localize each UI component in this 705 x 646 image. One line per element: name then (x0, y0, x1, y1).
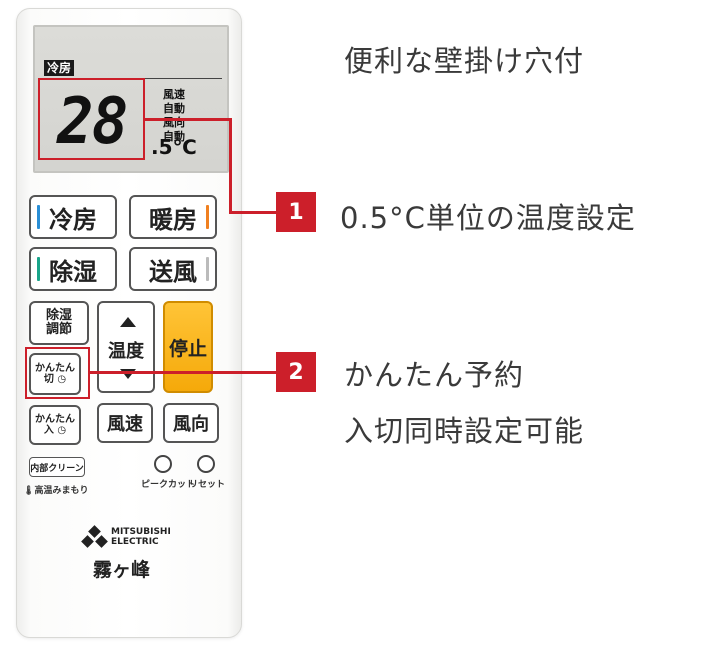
brand-name: 霧ヶ峰 (93, 559, 151, 581)
fan-speed-button[interactable]: 風速 (97, 403, 153, 443)
heat-indicator (206, 205, 209, 229)
clock-icon: ◷ (57, 425, 67, 436)
fan-indicator (206, 257, 209, 281)
dehumidify-button-label: 除湿 (49, 257, 97, 286)
lcd-mode-label: 冷房 (44, 60, 75, 76)
fan-direction-button-label: 風向 (173, 414, 209, 435)
fan-button[interactable]: 送風 (129, 247, 217, 291)
connector-1c (229, 211, 277, 214)
caption-feature2-line2: 入切同時設定可能 (344, 414, 585, 448)
peak-cut-button[interactable] (154, 455, 172, 473)
easy-off-timer-button[interactable]: かんたん 切 ◷ (29, 353, 81, 395)
lcd-display: 冷房 28 .5℃ 風速 自動 風向 自動 (33, 25, 229, 173)
dehumidify-button[interactable]: 除湿 (29, 247, 117, 291)
lcd-fan-speed-label: 風速 (163, 88, 185, 101)
caption-feature1: 0.5°C単位の温度設定 (340, 201, 636, 235)
lcd-decimal: .5 (151, 135, 173, 159)
internal-clean-label: 内部クリーン (30, 463, 84, 474)
temperature-button[interactable]: 温度 (97, 301, 155, 393)
easy-on-timer-button[interactable]: かんたん 入 ◷ (29, 405, 81, 445)
easy-on-line1: かんたん (35, 414, 75, 425)
connector-1a (145, 118, 231, 121)
dehumidify-indicator (37, 257, 40, 281)
reset-label: リセット (189, 480, 226, 490)
easy-on-line2: 入 ◷ (43, 425, 67, 436)
stop-button-label: 停止 (168, 337, 207, 360)
high-temp-note: 🌡高温みまもり (23, 486, 89, 496)
dehumidify-adjust-button[interactable]: 除湿 調節 (29, 301, 89, 345)
cool-indicator (37, 205, 40, 229)
lcd-unit-symbol: ℃ (172, 135, 197, 159)
cool-button[interactable]: 冷房 (29, 195, 117, 239)
highlight-easy-timer (25, 347, 90, 399)
easy-off-line1: かんたん (35, 363, 75, 374)
lcd-fan-speed-value: 自動 (163, 102, 185, 115)
remote-control: 冷房 28 .5℃ 風速 自動 風向 自動 冷房 暖房 除湿 送風 除湿 調節 … (16, 8, 242, 638)
stop-button[interactable]: 停止 (163, 301, 213, 393)
logo-text: MITSUBISHI ELECTRIC (111, 527, 171, 547)
caption-feature2-line1: かんたん予約 (344, 358, 525, 392)
connector-1b (229, 118, 232, 214)
connector-2 (90, 371, 278, 374)
fan-direction-button[interactable]: 風向 (163, 403, 219, 443)
temperature-up-icon[interactable] (120, 317, 136, 327)
highlight-temperature (38, 78, 145, 160)
reset-button[interactable] (197, 455, 215, 473)
easy-off-line2: 切 ◷ (43, 374, 67, 385)
lcd-temperature: 28 (57, 85, 128, 159)
fan-speed-button-label: 風速 (107, 414, 143, 435)
marker-1: 1 (276, 192, 316, 232)
caption-header: 便利な壁掛け穴付 (344, 44, 585, 78)
peak-cut-label: ピークカット (141, 480, 196, 490)
temperature-down-icon[interactable] (120, 369, 136, 379)
heat-button-label: 暖房 (149, 205, 197, 234)
internal-clean-button[interactable]: 内部クリーン (29, 457, 85, 477)
thermometer-icon: 🌡 (23, 486, 35, 496)
fan-button-label: 送風 (149, 257, 197, 286)
clock-icon: ◷ (57, 374, 67, 385)
dehumidify-adjust-line2: 調節 (45, 322, 72, 337)
lcd-temperature-unit: .5℃ (151, 135, 197, 159)
temperature-button-label: 温度 (108, 341, 144, 362)
marker-2: 2 (276, 352, 316, 392)
cool-button-label: 冷房 (49, 205, 97, 234)
heat-button[interactable]: 暖房 (129, 195, 217, 239)
lcd-fan-direction-value: 自動 (163, 130, 185, 143)
dehumidify-adjust-line1: 除湿 (45, 308, 72, 323)
